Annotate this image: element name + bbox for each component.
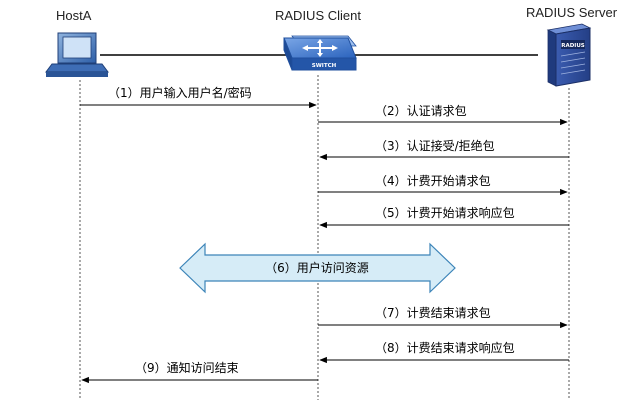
- switch-icon: SWITCH: [283, 35, 357, 71]
- client-label: RADIUS Client: [275, 8, 361, 23]
- host-label: HostA: [56, 8, 92, 23]
- server-device-text: RADIUS: [561, 43, 585, 49]
- message-3: （3）认证接受/拒绝包: [319, 138, 569, 161]
- server-label: RADIUS Server: [526, 5, 618, 20]
- message-2-label: （2）认证请求包: [375, 104, 467, 118]
- message-8: （8）计费结束请求响应包: [319, 340, 569, 364]
- message-3-label: （3）认证接受/拒绝包: [375, 138, 495, 153]
- message-4-label: （4）计费开始请求包: [375, 174, 491, 188]
- message-2: （2）认证请求包: [318, 104, 568, 126]
- message-5: （5）计费开始请求响应包: [319, 205, 569, 229]
- message-7-label: （7）计费结束请求包: [375, 306, 491, 320]
- computer-icon: [45, 32, 109, 77]
- message-6: （6）用户访问资源: [179, 242, 456, 294]
- message-1-label: （1）用户输入用户名/密码: [108, 85, 252, 100]
- message-7: （7）计费结束请求包: [318, 306, 568, 329]
- switch-device-text: SWITCH: [312, 63, 337, 69]
- message-9-label: （9）通知访问结束: [135, 361, 239, 375]
- double-arrow: [179, 242, 456, 294]
- message-5-label: （5）计费开始请求响应包: [375, 205, 515, 220]
- message-6-label: （6）用户访问资源: [265, 260, 369, 275]
- message-4: （4）计费开始请求包: [318, 174, 568, 196]
- server-icon: RADIUS: [546, 23, 592, 87]
- message-8-label: （8）计费结束请求响应包: [375, 340, 515, 355]
- message-1: （1）用户输入用户名/密码: [80, 85, 317, 109]
- message-9: （9）通知访问结束: [81, 361, 318, 384]
